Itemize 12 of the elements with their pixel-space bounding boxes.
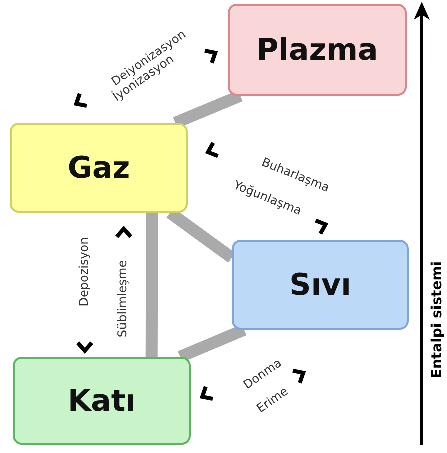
- state-box: [232, 240, 409, 330]
- state-name: Gaz: [68, 150, 130, 186]
- transition-label: Süblimleşme: [115, 260, 130, 338]
- state-name: Plazma: [256, 32, 378, 68]
- state-box: [13, 357, 191, 445]
- state-name: Katı: [68, 384, 136, 418]
- state-box: [228, 4, 407, 96]
- axis-label: Entalpi sistemi: [429, 261, 446, 379]
- state-name: Sıvı: [290, 268, 352, 302]
- state-box: [10, 123, 188, 213]
- transition-label: Depozisyon: [76, 237, 91, 307]
- connector-line: [146, 212, 158, 358]
